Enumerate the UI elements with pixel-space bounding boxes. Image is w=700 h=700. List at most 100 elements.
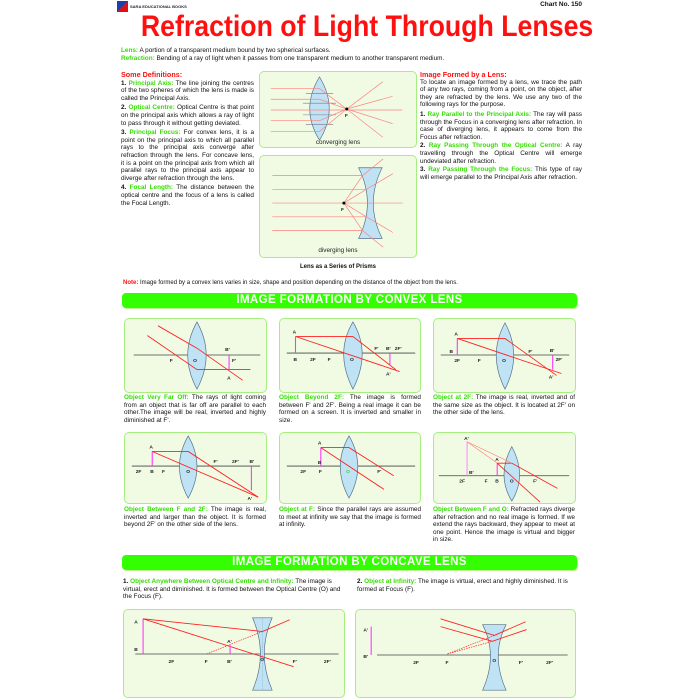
text: This type of ray will emerge parallel to…	[420, 166, 582, 181]
text: The line joining the centres of the two …	[121, 79, 254, 102]
term: Object at F:	[279, 506, 316, 513]
caption-beyond-2f: Object Beyond 2F: The image is formed be…	[279, 394, 421, 424]
text: A ray travelling through the Optical Cen…	[420, 142, 582, 165]
label: B'	[469, 470, 474, 476]
label: B	[134, 647, 138, 653]
label: F	[478, 358, 481, 364]
label: O	[186, 469, 190, 475]
caption-between-f-2f: Object Between F and 2F: The image is re…	[124, 506, 266, 529]
label: 2F'	[232, 459, 239, 465]
label: A	[318, 441, 322, 447]
definition-item: 4. Focal Length: The distance between th…	[121, 184, 254, 207]
text: The image is virtual, erect and highly d…	[357, 578, 568, 593]
label: F	[319, 469, 322, 475]
logo-mark-icon	[117, 1, 128, 12]
label: F	[162, 469, 165, 475]
ray-rule: 3. Ray Passing Through the Focus: This t…	[420, 166, 582, 181]
label: B'	[227, 659, 232, 665]
term: Ray Parallel to the Principal Axis:	[425, 110, 532, 118]
label: O	[502, 358, 506, 364]
label: F	[328, 357, 331, 363]
label: A'	[363, 628, 368, 634]
term: Lens:	[121, 47, 139, 54]
text: The ray will pass through the Focus in a…	[420, 110, 582, 141]
term: Object Between F and 2F:	[124, 506, 208, 513]
label: A	[293, 330, 297, 336]
label: F'	[377, 469, 381, 475]
term: Focal Length:	[126, 184, 174, 192]
label: A	[495, 457, 499, 463]
term: Ray Passing Through the Optical Centre:	[425, 142, 563, 150]
num: 2.	[121, 104, 127, 112]
label: F'	[374, 346, 378, 352]
definitions-heading: Some Definitions:	[121, 70, 183, 79]
label: 2F'	[556, 357, 563, 363]
label: B	[294, 357, 298, 363]
convex-diagram-between-f-o: A' B' 2F F A B O F'	[433, 432, 576, 504]
text: For convex lens, it is a point on the pr…	[121, 129, 254, 182]
convex-diagram-between-f-2f: A 2F B F O F' 2F' B' A'	[124, 432, 267, 504]
label: B'	[550, 348, 555, 354]
label: 2F	[459, 479, 465, 485]
term: Object Between F and O:	[433, 506, 509, 513]
term: Object at 2F:	[433, 394, 474, 401]
label: O	[346, 469, 350, 475]
term: Ray Passing Through the Focus:	[425, 166, 533, 174]
caption-at-2f: Object at 2F: The image is real, inverte…	[433, 394, 575, 417]
definition-text: Bending of a ray of light when it passes…	[154, 55, 445, 62]
term: Refraction:	[121, 55, 155, 62]
caption-at-f: Object at F: Since the parallel rays are…	[279, 506, 421, 529]
convex-banner: IMAGE FORMATION BY CONVEX LENS	[122, 293, 577, 308]
focus-label: F	[345, 113, 348, 119]
label: B	[318, 460, 322, 466]
label: O	[510, 479, 514, 485]
num: 2.	[357, 578, 363, 585]
term: Object Beyond 2F:	[279, 394, 344, 401]
image-formed-intro: To locate an image formed by a lens, we …	[420, 78, 582, 109]
label: A	[149, 445, 153, 451]
text: Since the parallel rays are assumed to m…	[279, 506, 422, 529]
label: 2F	[300, 469, 306, 475]
term: Optical Centre:	[126, 104, 175, 112]
prisms-caption: Lens as a Series of Prisms	[299, 264, 377, 270]
converging-lens-diagram: F converging lens	[259, 71, 417, 148]
text: The image is real, inverted and larger t…	[124, 506, 267, 529]
concave-banner: IMAGE FORMATION BY CONCAVE LENS	[122, 555, 577, 570]
label: F	[485, 479, 488, 485]
concave-diagram-between-o-infinity: A B 2F F A' B' O F' 2F'	[123, 609, 345, 698]
label: 2F'	[324, 659, 331, 665]
label: A	[454, 332, 458, 338]
label: F'	[213, 459, 217, 465]
logo-text: SARA EDUCATIONAL BOOKS	[130, 3, 187, 9]
converging-lens-label: converging lens	[316, 139, 360, 146]
chart-number: Chart No. 150	[540, 1, 582, 8]
label: 2F	[169, 659, 175, 665]
caption-between-f-o: Object Between F and O: Refracted rays d…	[433, 506, 575, 544]
label: A'	[386, 371, 391, 377]
label: F'	[293, 659, 297, 665]
text: The image is formed between F' and 2F'. …	[279, 394, 421, 424]
concave-caption-2: 2. Object at Infinity: The image is virt…	[357, 578, 579, 593]
label: 2F'	[546, 660, 553, 666]
label: 2F	[136, 469, 142, 475]
ray-rule: 1. Ray Parallel to the Principal Axis: T…	[420, 111, 582, 141]
definition-item: 2. Optical Centre: Optical Centre is tha…	[121, 104, 254, 127]
label: F'	[519, 660, 523, 666]
label: 2F	[413, 660, 419, 666]
num: 3.	[121, 129, 127, 137]
label: O	[492, 658, 496, 664]
text: The rays of light coming from an object …	[124, 394, 266, 424]
label: F'	[533, 479, 537, 485]
term: Principal Axis:	[126, 79, 174, 87]
text: The image is real, inverted and of the s…	[433, 394, 575, 417]
image-formed-heading: Image Formed by a Lens:	[420, 70, 507, 79]
term: Principal Focus:	[126, 129, 181, 137]
focus-label: F	[341, 207, 344, 213]
note: Note: Image formed by a convex lens vari…	[123, 280, 583, 288]
concave-caption-1: 1. Object Anywhere Between Optical Centr…	[123, 578, 345, 601]
label: O	[193, 358, 197, 364]
intro-lens: Lens: A portion of a transparent medium …	[121, 47, 581, 55]
label: F	[445, 660, 448, 666]
term: Object Very Far Off:	[124, 394, 189, 401]
definition-item: 3. Principal Focus: For convex lens, it …	[121, 129, 254, 182]
